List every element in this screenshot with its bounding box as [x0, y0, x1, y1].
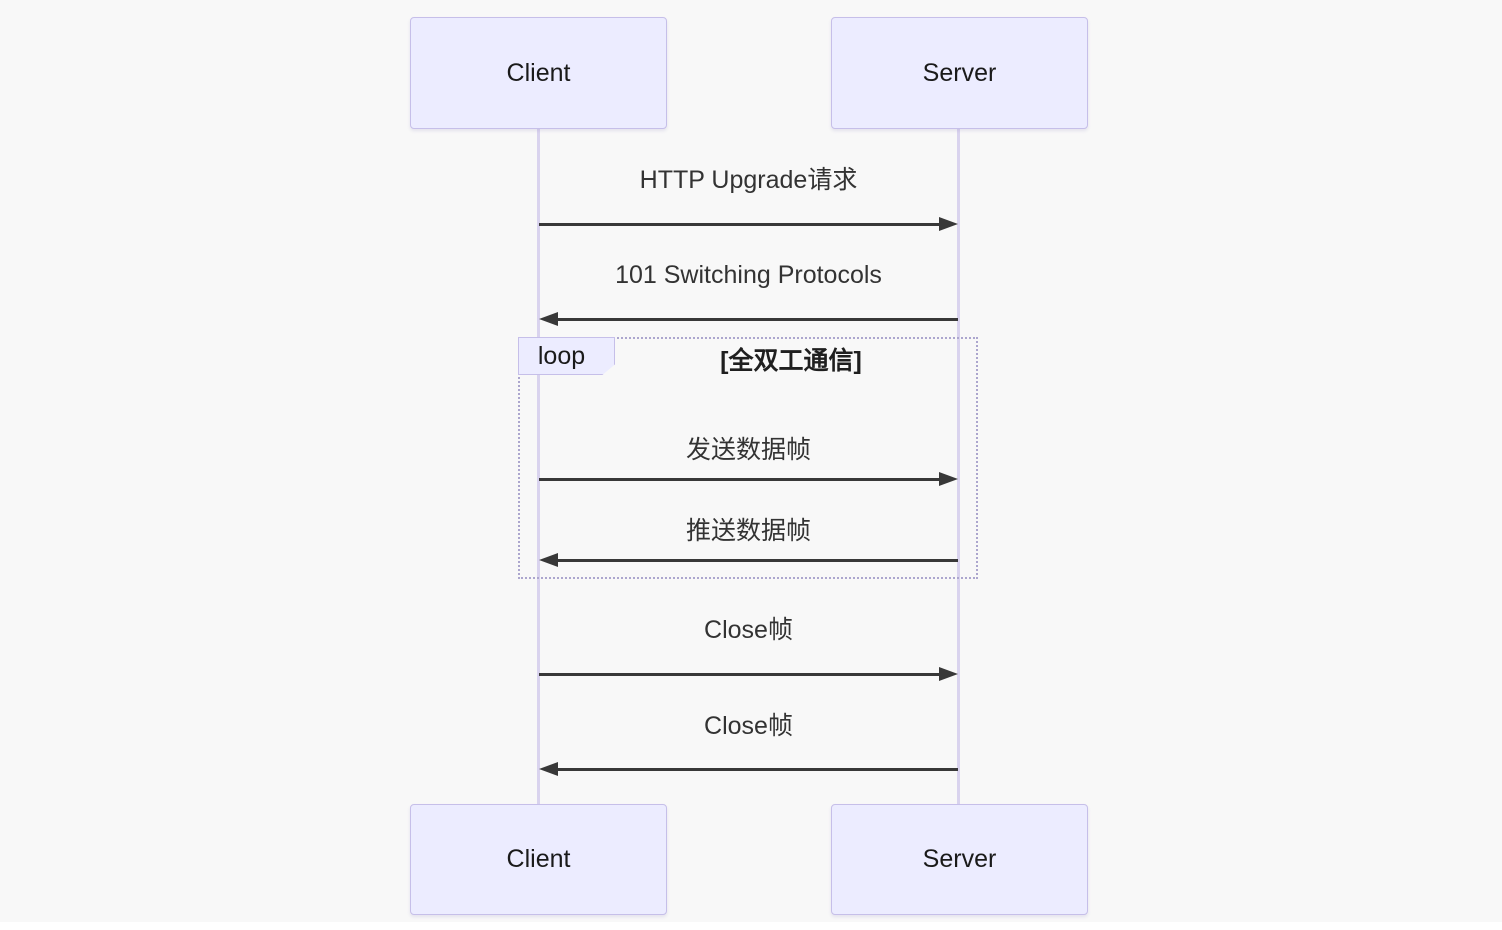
actor-client-top-label: Client: [506, 58, 571, 87]
message-arrow-1-line: [539, 223, 940, 226]
actor-server-top: Server: [831, 17, 1088, 129]
message-arrow-4-line: [557, 559, 958, 562]
message-label-101-switching: 101 Switching Protocols: [615, 261, 882, 289]
message-arrow-2-line: [557, 318, 958, 321]
message-label-push-frame: 推送数据帧: [685, 517, 811, 545]
message-arrow-3-head-right-icon: [939, 472, 958, 486]
loop-condition: [全双工通信]: [720, 347, 862, 375]
actor-server-bottom-label: Server: [922, 845, 997, 873]
message-label-http-upgrade: HTTP Upgrade请求: [639, 166, 858, 194]
actor-client-bottom-label: Client: [506, 845, 571, 873]
actor-client-top: Client: [410, 17, 667, 129]
loop-frame: [518, 337, 978, 579]
message-label-close-frame-1: Close帧: [704, 616, 793, 644]
actor-server-bottom: Server: [831, 804, 1088, 915]
message-arrow-5-head-right-icon: [939, 667, 958, 681]
message-arrow-6-line: [557, 768, 958, 771]
actor-client-bottom: Client: [410, 804, 667, 915]
message-arrow-1-head-right-icon: [939, 217, 958, 231]
loop-label-tab: loop: [518, 337, 615, 375]
loop-label-text: loop: [537, 341, 586, 370]
message-arrow-2-head-left-icon: [539, 312, 558, 326]
actor-server-top-label: Server: [922, 58, 997, 87]
lifeline-client: [537, 129, 540, 804]
lifeline-server: [957, 129, 960, 804]
message-arrow-6-head-left-icon: [539, 762, 558, 776]
message-arrow-4-head-left-icon: [539, 553, 558, 567]
message-label-close-frame-2: Close帧: [704, 712, 793, 740]
message-arrow-5-line: [539, 673, 940, 676]
message-label-send-frame: 发送数据帧: [685, 436, 811, 464]
message-arrow-3-line: [539, 478, 940, 481]
